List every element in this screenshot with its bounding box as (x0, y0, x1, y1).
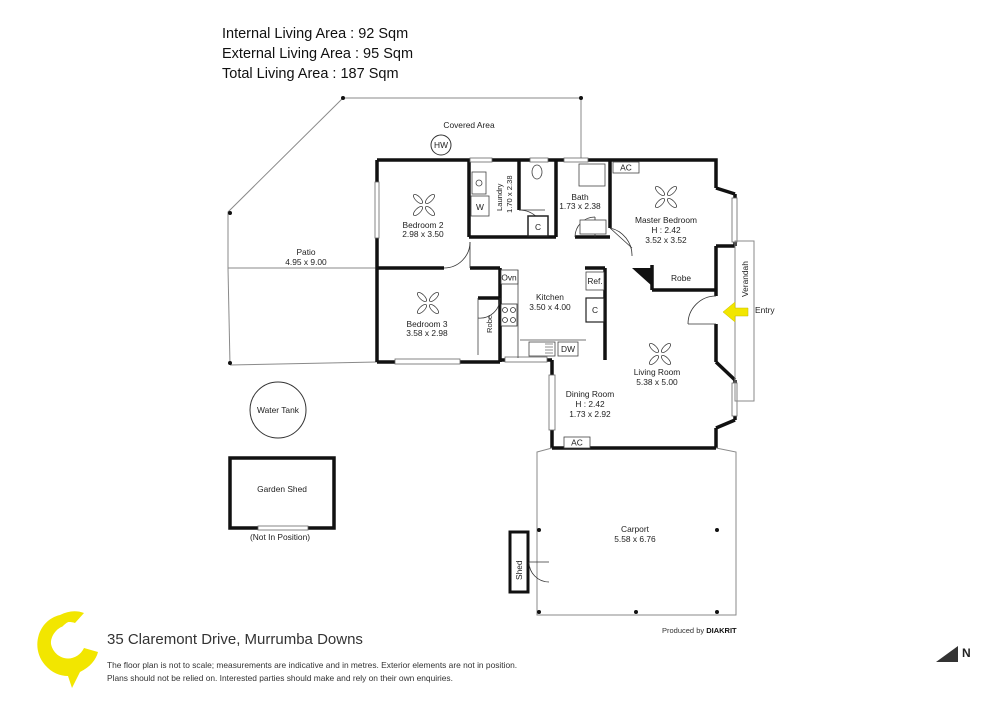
fridge (585, 271, 605, 291)
patio-label: Patio (296, 247, 315, 257)
water-tank (249, 381, 307, 439)
ceiling-fans (413, 186, 677, 365)
diakrit-brand: DIAKRIT (706, 626, 737, 635)
disclaimer: The floor plan is not to scale; measurem… (107, 659, 517, 685)
hw-label: HW (434, 140, 448, 150)
garden-shed (228, 456, 336, 530)
patio-dims: 4.95 x 9.00 (285, 257, 327, 267)
bedroom3-dims: 3.58 x 2.98 (406, 328, 448, 338)
property-address: 35 Claremont Drive, Murrumba Downs (107, 631, 363, 648)
total-area: Total Living Area : 187 Sqm (222, 66, 399, 82)
area-summary: Internal Living Area : 92 Sqm External L… (222, 24, 413, 84)
bath-label: Bath (571, 192, 589, 202)
north-compass: N (934, 642, 978, 671)
external-area: External Living Area : 95 Sqm (222, 46, 414, 62)
agency-logo (37, 611, 98, 688)
bedroom2-label: Bedroom 2 (403, 220, 444, 230)
hot-water-unit (430, 134, 452, 156)
garden-shed-label: Garden Shed (257, 484, 307, 494)
carport-outline (536, 447, 737, 616)
shower (578, 163, 606, 187)
laundry-label: Laundry (495, 183, 504, 211)
north-arrow-icon: N (936, 646, 971, 662)
bedroom2-dims: 2.98 x 3.50 (402, 229, 444, 239)
cupboard-1-label: C (535, 222, 541, 232)
dining-room-height: H : 2.42 (575, 399, 605, 409)
entry-label: Entry (755, 305, 775, 315)
bedroom3-label: Bedroom 3 (407, 319, 448, 329)
toilet (531, 164, 543, 180)
carport-dims: 5.58 x 6.76 (614, 534, 656, 544)
living-room-label: Living Room (634, 367, 681, 377)
carport-label: Carport (621, 524, 650, 534)
entry-arrow (722, 301, 749, 323)
cupboard-2-label: C (592, 305, 598, 315)
shed-label: Shed (514, 560, 524, 580)
kitchen-dims: 3.50 x 4.00 (529, 302, 571, 312)
bath-dims: 1.73 x 2.38 (559, 201, 601, 211)
verandah-label: Verandah (740, 261, 750, 297)
laundry-dims: 1.70 x 2.38 (505, 175, 514, 213)
washer-label: W (476, 202, 484, 212)
bath-vanity (579, 219, 607, 235)
patio-posts (228, 96, 583, 365)
cupboard-2 (585, 297, 605, 323)
kitchen-label: Kitchen (536, 292, 564, 302)
carport-posts (537, 528, 719, 614)
cooktop-icon (500, 303, 518, 327)
internal-area: Internal Living Area : 92 Sqm (222, 26, 409, 42)
kitchen-sink (528, 341, 556, 357)
master-bedroom-dims: 3.52 x 3.52 (645, 235, 687, 245)
living-room-dims: 5.38 x 5.00 (636, 377, 678, 387)
produced-by: Produced by DIAKRIT (662, 626, 737, 635)
ac-1-label: AC (620, 163, 632, 173)
dishwasher-label: DW (561, 344, 575, 354)
disclaimer-line-2: Plans should not be relied on. Intereste… (107, 673, 453, 683)
shed (508, 530, 530, 594)
master-bedroom-height: H : 2.42 (651, 225, 681, 235)
produced-by-label: Produced by (662, 626, 705, 635)
laundry-tub (471, 171, 487, 195)
ac-2-label: AC (571, 438, 583, 448)
master-bedroom-label: Master Bedroom (635, 215, 697, 225)
north-label: N (962, 646, 971, 660)
oven-label: Ovn (501, 273, 517, 283)
robe-1-door (632, 268, 652, 286)
water-tank-label: Water Tank (257, 405, 300, 415)
robe-2-label: Robe (485, 315, 494, 333)
dining-room-label: Dining Room (566, 389, 614, 399)
disclaimer-line-1: The floor plan is not to scale; measurem… (107, 660, 518, 670)
robe-1-label: Robe (671, 273, 691, 283)
dining-room-dims: 1.73 x 2.92 (569, 409, 611, 419)
covered-area-label: Covered Area (443, 120, 495, 130)
not-in-position-label: (Not In Position) (250, 532, 310, 542)
fridge-label: Ref. (587, 276, 602, 286)
cupboard-1 (527, 215, 549, 237)
washer (470, 195, 490, 217)
